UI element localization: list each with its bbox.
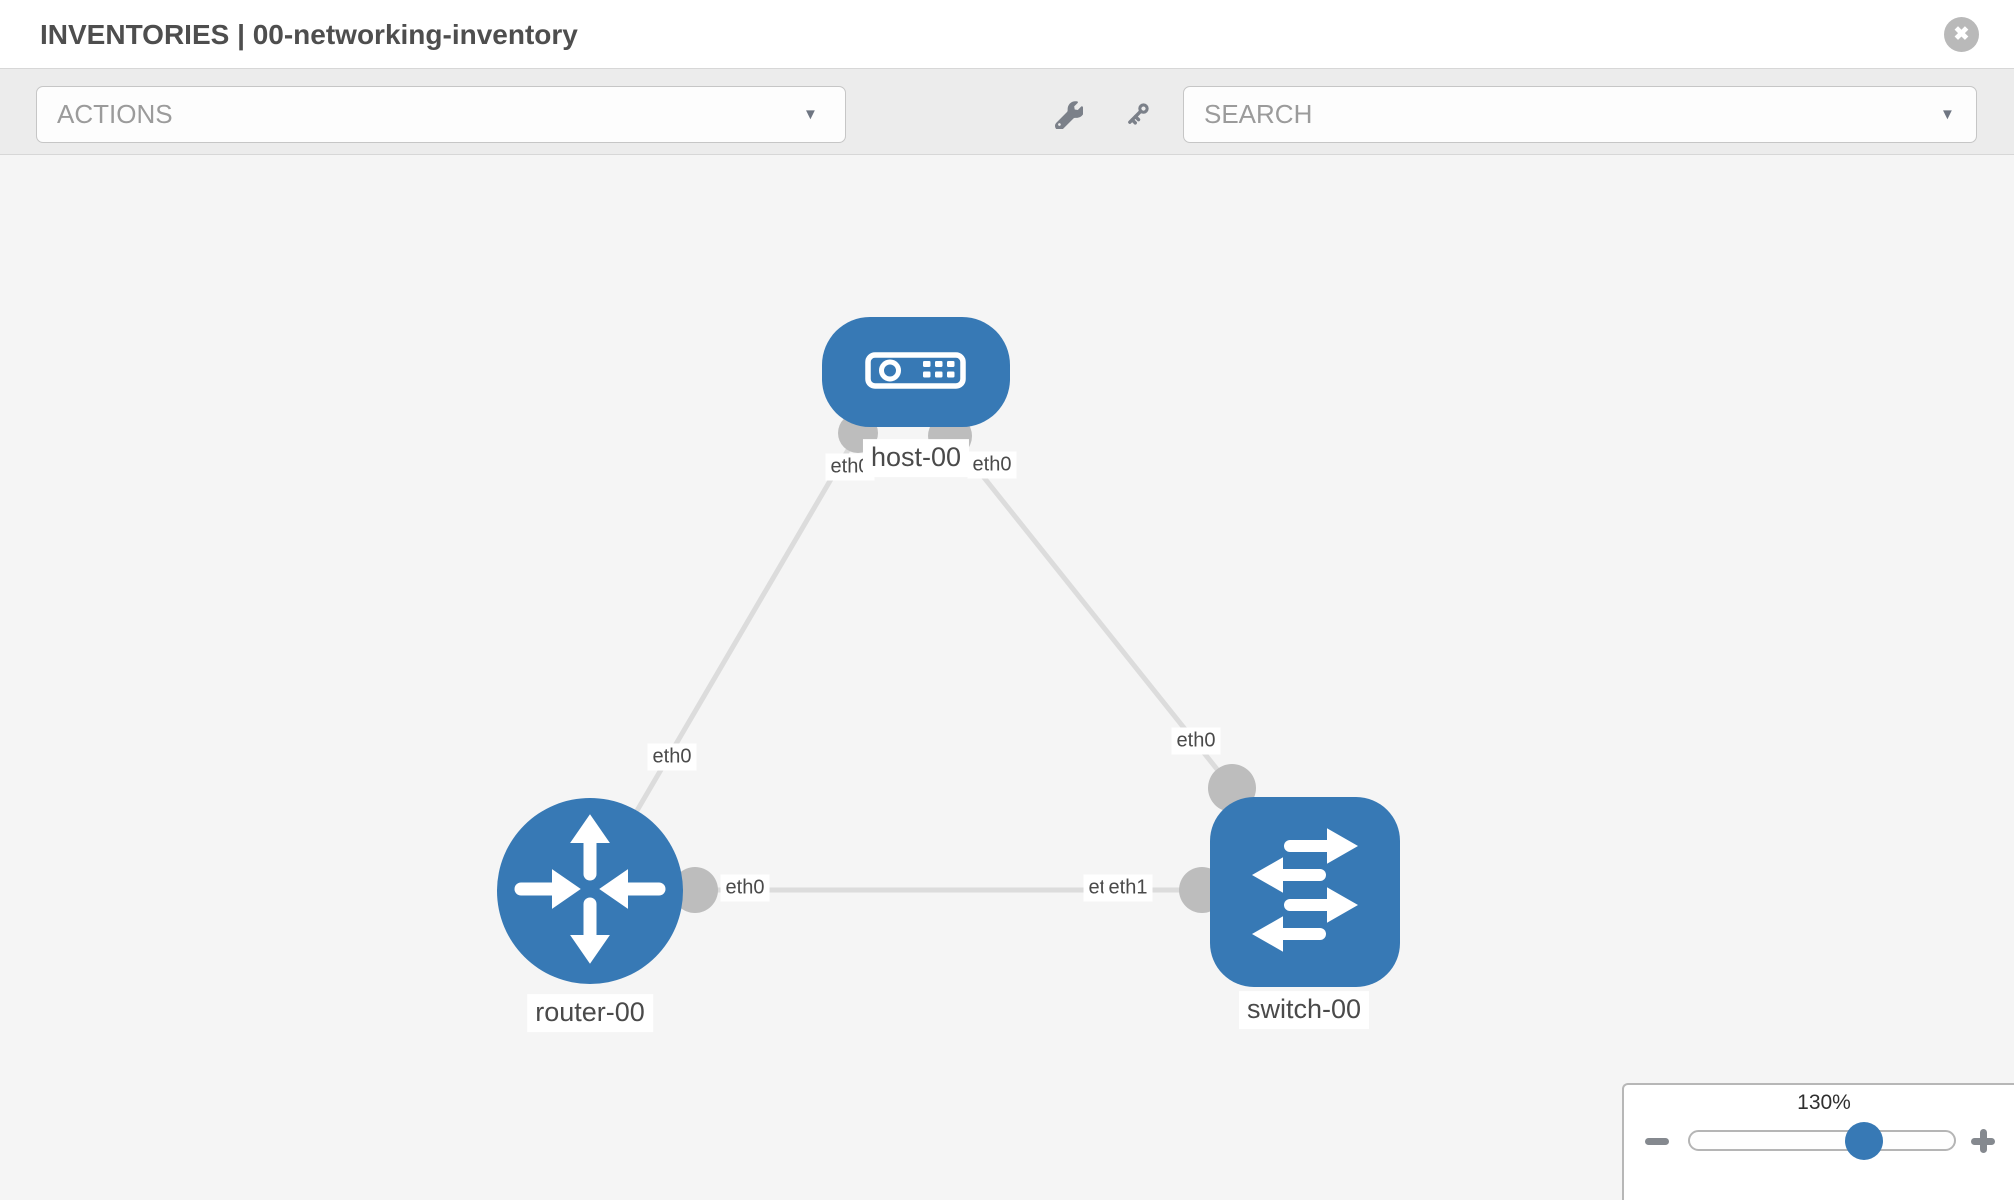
search-dropdown-label: SEARCH (1204, 99, 1313, 129)
header-bar: INVENTORIES | 00-networking-inventory ✖ (0, 0, 2014, 69)
close-icon: ✖ (1953, 24, 1970, 45)
zoom-in-button[interactable] (1968, 1126, 1998, 1156)
node-label-router: router-00 (527, 994, 653, 1032)
node-label-host: host-00 (862, 439, 970, 477)
switch-icon (1210, 795, 1400, 990)
node-router-00[interactable] (497, 798, 683, 984)
node-switch-00[interactable] (1210, 797, 1400, 987)
topology-canvas[interactable]: host-00 router-00 switch-00 eth0 eth0 et… (0, 156, 2014, 1200)
zoom-slider-track[interactable] (1688, 1130, 1956, 1151)
close-button[interactable]: ✖ (1944, 17, 1979, 52)
actions-dropdown-label: ACTIONS (57, 99, 173, 129)
search-dropdown[interactable]: SEARCH ▼ (1183, 86, 1977, 143)
zoom-slider-thumb[interactable] (1845, 1122, 1883, 1160)
interface-connector (672, 867, 718, 913)
interface-label: eth0 (720, 874, 770, 902)
interface-label: eth0 (647, 743, 697, 771)
node-label-switch: switch-00 (1238, 991, 1370, 1029)
zoom-panel: 130% (1622, 1083, 2014, 1200)
chevron-down-icon: ▼ (1940, 106, 1955, 123)
host-icon (822, 315, 1010, 430)
minus-icon (1645, 1137, 1669, 1145)
zoom-level-label: 130% (1797, 1091, 1851, 1114)
router-icon (497, 796, 683, 987)
plus-icon (1971, 1129, 1995, 1153)
interface-label: eth0 (1171, 727, 1221, 755)
page-title: INVENTORIES | 00-networking-inventory (40, 19, 578, 50)
chevron-down-icon: ▼ (803, 106, 818, 123)
interface-label: eth1 (1103, 874, 1153, 902)
wrench-icon (1054, 100, 1084, 134)
key-management-button[interactable] (1049, 98, 1087, 136)
links-layer (587, 413, 1308, 913)
key-icon (1123, 100, 1152, 134)
actions-dropdown[interactable]: ACTIONS ▼ (36, 86, 846, 143)
interface-label: eth0 (967, 451, 1017, 479)
zoom-out-button[interactable] (1642, 1126, 1672, 1156)
credentials-button[interactable] (1118, 98, 1156, 136)
node-host-00[interactable] (822, 317, 1010, 427)
toolbar: ACTIONS ▼ (0, 69, 2014, 155)
